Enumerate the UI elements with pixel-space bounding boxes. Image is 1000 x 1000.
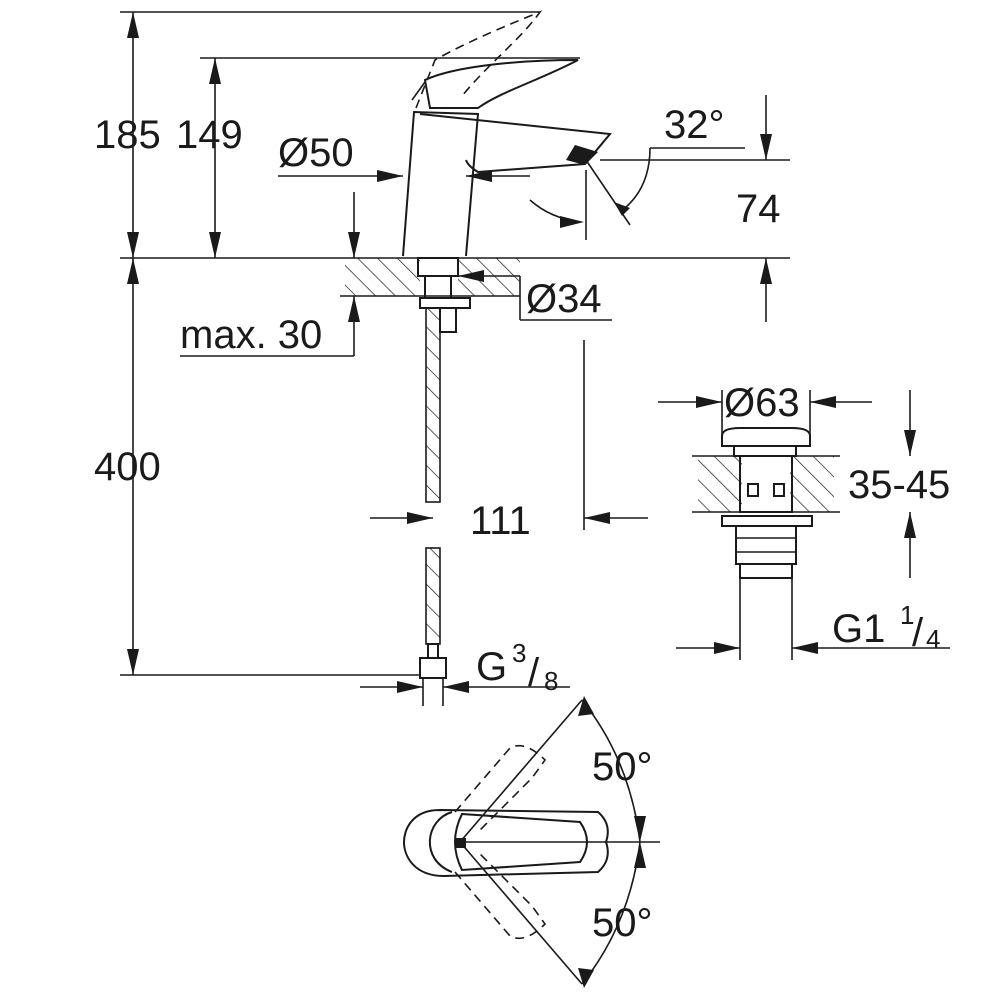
label-spout-reach: 111 — [470, 499, 531, 543]
label-rotation-left: 50° — [592, 745, 653, 789]
faucet-top-view — [402, 696, 660, 988]
label-hose-thread: G 3 / 8 — [476, 638, 558, 696]
lever-rotated-left — [454, 744, 547, 833]
label-waste-thread: G1 1 / 4 — [832, 600, 940, 655]
label-rotation-right: 50° — [592, 901, 653, 945]
label-hose-length: 400 — [94, 445, 161, 489]
svg-text:3: 3 — [512, 638, 526, 668]
dimension-labels: 185 149 Ø50 32° 74 Ø34 max. 30 400 111 Ø… — [94, 103, 950, 945]
label-spout-clearance: 74 — [736, 187, 781, 231]
faucet-side-view — [402, 10, 612, 706]
waste-fitting — [658, 390, 950, 660]
faucet-lever — [423, 59, 579, 109]
svg-text:G: G — [476, 645, 507, 689]
mount-nut — [417, 257, 459, 277]
svg-text:/: / — [528, 651, 540, 695]
lever-rotated-right — [454, 851, 547, 940]
svg-text:1: 1 — [900, 600, 914, 630]
faucet-spout — [419, 113, 612, 174]
countertop — [120, 257, 790, 297]
label-spout-height: 149 — [176, 113, 243, 157]
svg-text:8: 8 — [544, 666, 558, 696]
waste-cap — [721, 427, 811, 447]
label-waste-diameter: Ø63 — [724, 381, 800, 425]
lever-center — [402, 808, 609, 878]
label-base-diameter: Ø50 — [278, 131, 354, 175]
svg-text:/: / — [912, 611, 924, 655]
svg-text:4: 4 — [926, 624, 940, 654]
dimension-lines — [120, 11, 790, 693]
label-max-thickness: max. 30 — [180, 313, 322, 357]
svg-text:G1: G1 — [832, 607, 885, 651]
label-hole-diameter: Ø34 — [526, 277, 602, 321]
label-total-height: 185 — [94, 113, 161, 157]
faucet-lever-raised — [415, 10, 543, 109]
hose — [419, 307, 447, 706]
label-waste-range: 35-45 — [848, 463, 950, 507]
label-spout-angle: 32° — [664, 103, 725, 147]
faucet-body — [402, 110, 480, 257]
